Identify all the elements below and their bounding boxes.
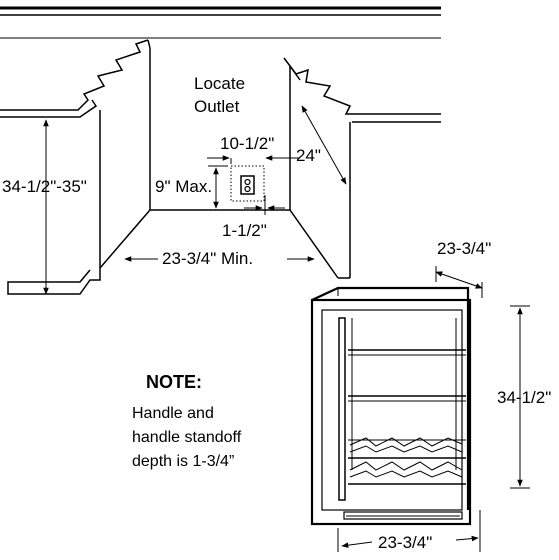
- note-line-1: Handle and: [132, 405, 214, 422]
- unit-width-label: 23-3/4": [378, 533, 432, 552]
- locate-outlet-label-1: Locate: [194, 74, 245, 93]
- note-line-3: depth is 1-3/4”: [132, 453, 234, 470]
- height-range-label: 34-1/2"-35": [2, 177, 87, 196]
- outlet-icon: [230, 165, 265, 202]
- shelf: [348, 349, 466, 356]
- wine-cooler-unit: [310, 286, 472, 526]
- cutout-dimensions: [43, 105, 347, 295]
- unit-depth-label: 23-3/4": [437, 239, 491, 258]
- locate-outlet-label-2: Outlet: [194, 97, 240, 116]
- note-line-2: handle standoff: [132, 429, 242, 446]
- wine-rack: [348, 437, 466, 485]
- header-rules: [0, 6, 441, 39]
- unit-dimensions: [337, 266, 530, 552]
- outlet-height-label: 9" Max.: [155, 177, 212, 196]
- unit-height-label: 34-1/2": [497, 388, 551, 407]
- outlet-width-label: 10-1/2": [220, 134, 274, 153]
- note-title: NOTE:: [146, 372, 202, 392]
- depth-24-label: 24": [296, 146, 321, 165]
- shelf: [348, 395, 466, 402]
- width-min-label: 23-3/4" Min.: [162, 249, 253, 268]
- outlet-offset-label: 1-1/2": [222, 221, 267, 240]
